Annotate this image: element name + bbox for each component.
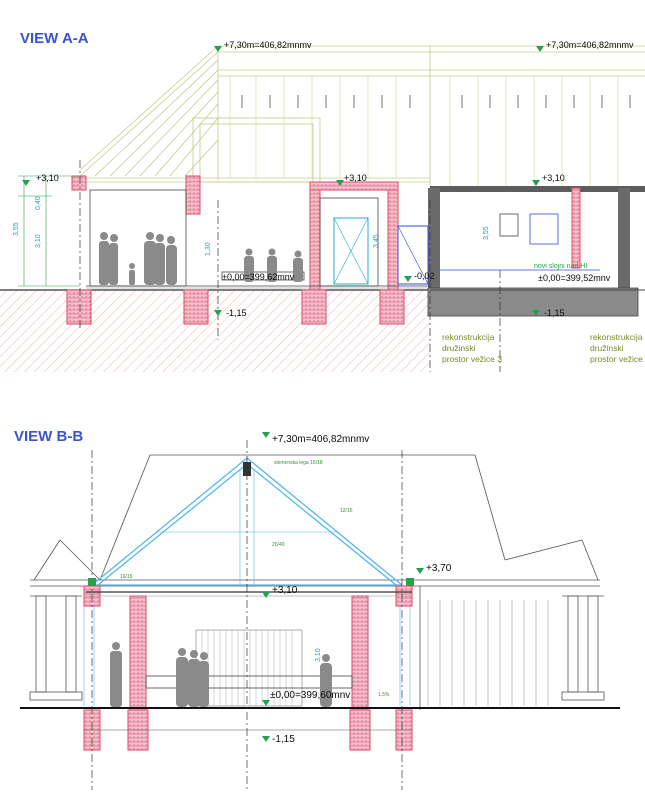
note-right-2: družinski bbox=[590, 343, 624, 353]
dim-355: 3,55 bbox=[13, 222, 20, 236]
dim-310: 3,10 bbox=[35, 234, 42, 248]
level-a-top-1: +7,30m=406,82mnmv bbox=[224, 40, 312, 50]
note-left-1: rekonstrukcija bbox=[442, 332, 495, 342]
note-col: 20/40 bbox=[272, 542, 285, 548]
slab-grey bbox=[430, 186, 645, 192]
dim-b-slope: 1,5% bbox=[378, 692, 390, 698]
dim-130: 1,30 bbox=[205, 242, 212, 256]
level-a-floor-right: ±0,00=399,52mnv bbox=[538, 273, 611, 283]
level-a-310-mid: +3,10 bbox=[344, 173, 367, 183]
level-a-floor: ±0,00=399,62mnv bbox=[222, 272, 295, 282]
level-a-002: -0,02 bbox=[414, 271, 435, 281]
dim-b-310: 3,10 bbox=[315, 648, 322, 662]
people-figures-b bbox=[110, 642, 332, 707]
level-a-minus-2: -1,15 bbox=[544, 308, 565, 318]
level-b-minus: -1,15 bbox=[272, 734, 295, 745]
level-a-310-right: +3,10 bbox=[542, 173, 565, 183]
level-a-top-2: +7,30m=406,82mnmv bbox=[546, 40, 634, 50]
dim-040: 0,40 bbox=[35, 196, 42, 210]
view-b-title: VIEW B-B bbox=[14, 428, 84, 445]
note-left-2: družinski bbox=[442, 343, 476, 353]
dim-b-beam: 16/16 bbox=[120, 574, 133, 580]
level-a-minus-1: -1,15 bbox=[226, 308, 247, 318]
view-a-title: VIEW A-A bbox=[20, 30, 89, 47]
level-b-top: +7,30m=406,82mnmv bbox=[272, 434, 369, 445]
level-b-310: +3,10 bbox=[272, 585, 298, 596]
note-green: novi slojni nad HI bbox=[534, 263, 587, 270]
level-b-370: +3,70 bbox=[426, 563, 452, 574]
note-left-3: prostor vežice 3 bbox=[442, 354, 502, 364]
view-a-drawing: 3,55 0,40 3,10 1,30 3,45 3,55 +7,30m=406… bbox=[0, 40, 645, 372]
people-figures-a bbox=[99, 232, 303, 285]
dim-345: 3,45 bbox=[373, 234, 380, 248]
note-ridge: slemenska lega 16/18 bbox=[274, 460, 323, 466]
soil-hatch-a bbox=[0, 290, 430, 372]
dim-355b: 3,55 bbox=[483, 226, 490, 240]
note-right-1: rekonstrukcija bbox=[590, 332, 643, 342]
note-rafter: 12/16 bbox=[340, 508, 353, 514]
view-b-drawing: +7,30m=406,82mnmv +3,10 +3,70 ±0,00=399,… bbox=[20, 432, 620, 790]
level-a-310-left: +3,10 bbox=[36, 173, 59, 183]
level-b-floor: ±0,00=399,60mnv bbox=[270, 690, 350, 701]
note-right-3: prostor vežice 3 bbox=[590, 354, 645, 364]
